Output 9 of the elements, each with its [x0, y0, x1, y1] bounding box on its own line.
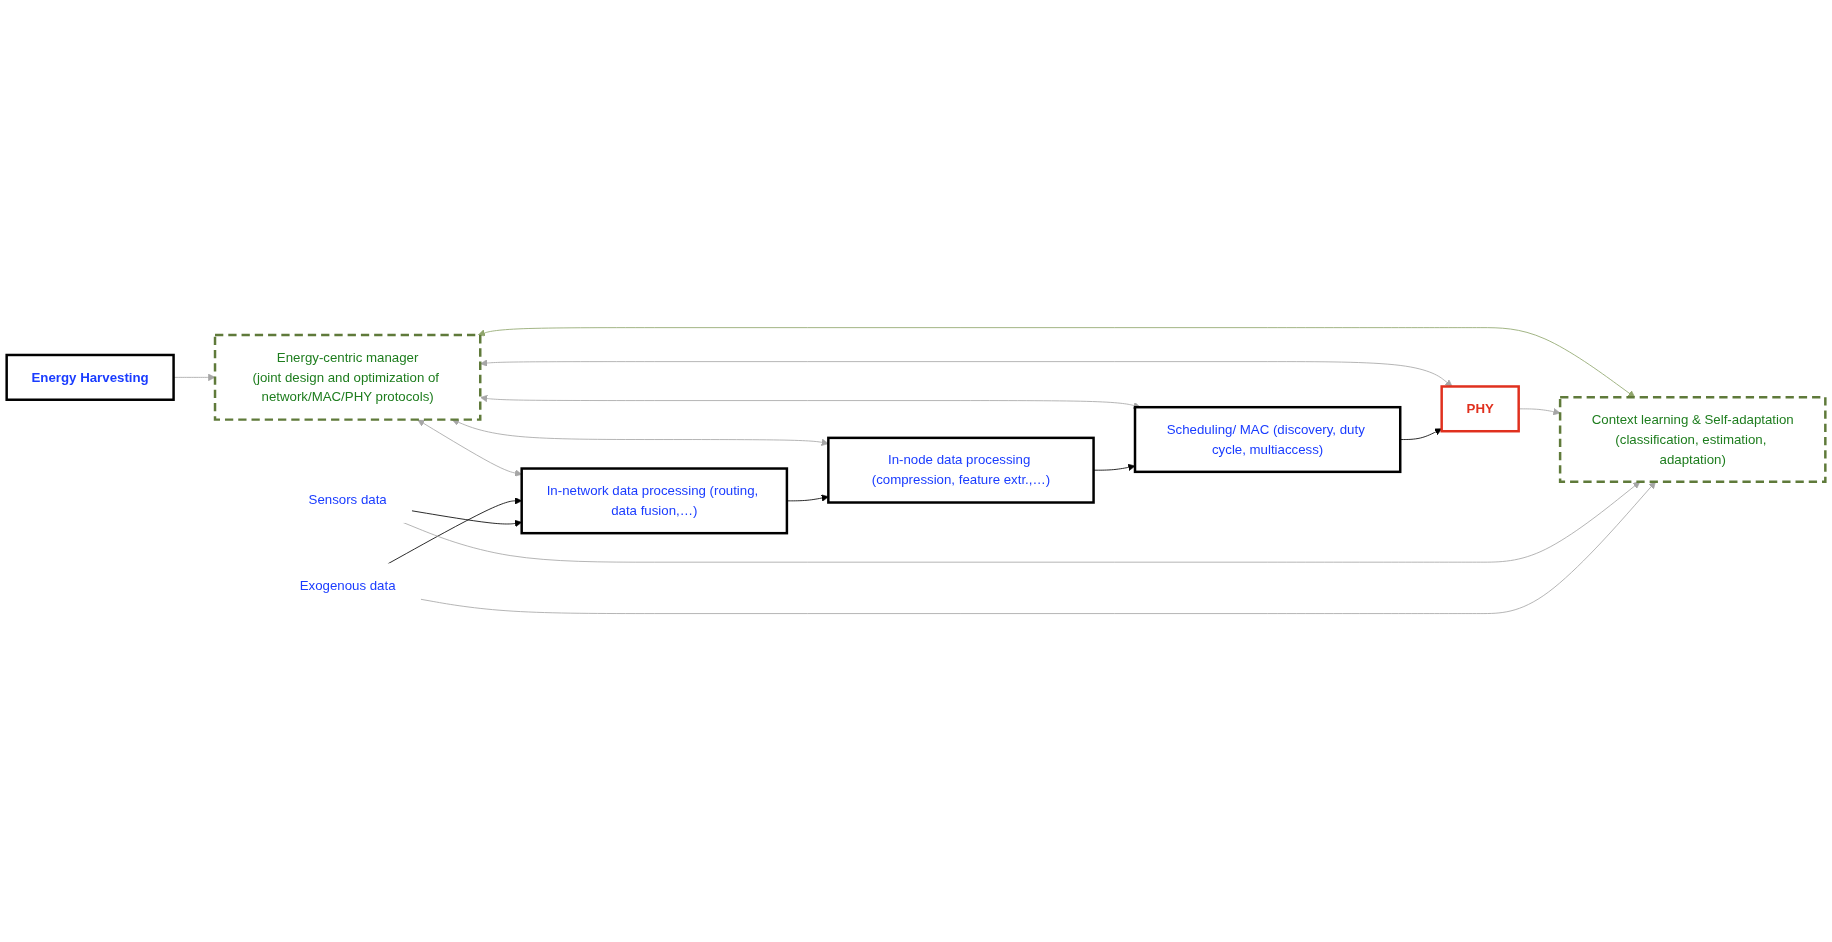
node-box: Energy Harvesting [5, 354, 175, 402]
node-text: Sensors data [308, 492, 387, 508]
node-box: In-network data processing (routing, data fusion,…) [520, 467, 789, 535]
node-box: Energy-centric manager (joint design and optimization of network/MAC/PHY protocols) [213, 334, 482, 422]
node-box: In-node data processing (compression, feature extr.,…) [827, 437, 1095, 505]
node-box: Scheduling/ MAC (discovery, duty cycle, multiaccess) [1133, 406, 1402, 474]
node-box: PHY [1440, 385, 1520, 433]
node-text: Exogenous data [299, 579, 396, 594]
node-box: Context learning & Self-adaptation (classification, estimation, adaptation) [1558, 396, 1827, 484]
